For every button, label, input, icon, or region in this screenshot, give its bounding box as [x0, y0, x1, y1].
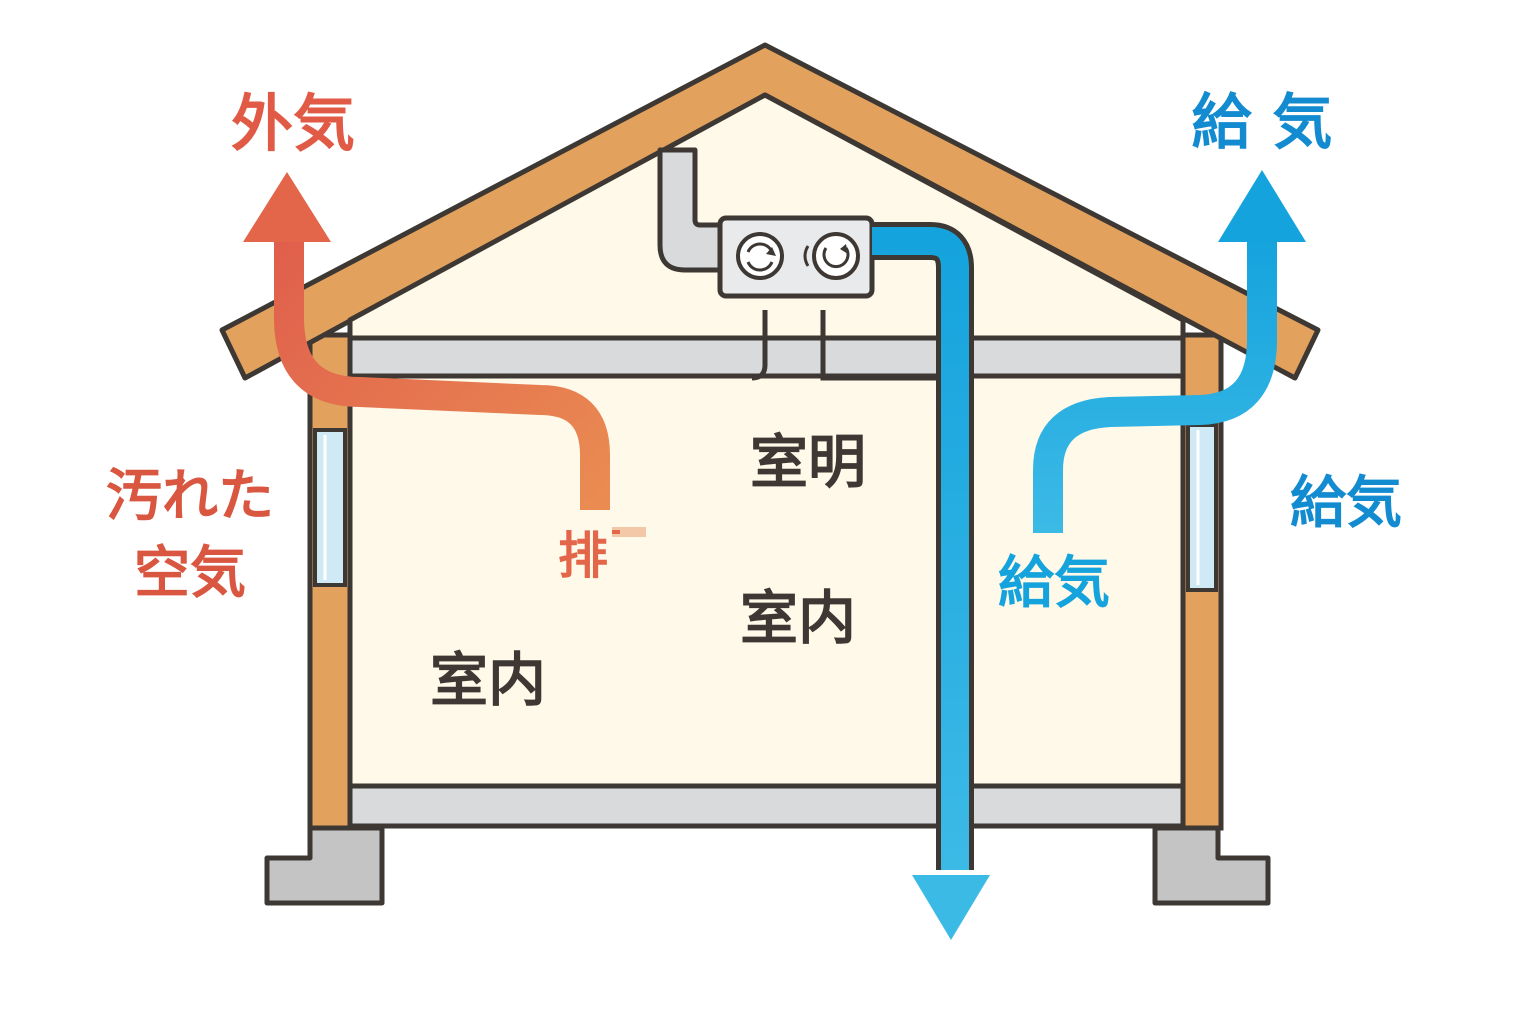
supply-arrow-down: [912, 875, 990, 940]
floor-board: [347, 783, 1186, 829]
foundation-left: [264, 825, 385, 906]
supply-arrow-up: [1218, 170, 1306, 242]
ventilation-unit: [717, 215, 875, 299]
supply-air-right-label: 給気: [1290, 471, 1402, 536]
exhaust-flow: [243, 172, 610, 510]
dirty-air-label-line1: 汚れた: [106, 464, 274, 529]
foundation-right: [1152, 825, 1271, 906]
supply-air-top-label: 給 気: [1192, 88, 1333, 158]
room-lower-label: 室内: [430, 646, 546, 714]
ceiling-duct-right: [820, 310, 940, 381]
window-right: [1186, 423, 1218, 592]
window-left: [313, 428, 347, 587]
dirty-air-label-line2: 空気: [134, 541, 246, 606]
supply-duct: [872, 222, 990, 940]
supply-air-room-label: 給気: [998, 551, 1110, 616]
heat-exchange-fan-icon: [736, 232, 860, 280]
ceiling-duct-left: [751, 310, 768, 381]
exhaust-arrow-up: [243, 172, 331, 242]
supply-flow: [1033, 170, 1306, 533]
room-middle-label: 室内: [740, 584, 856, 652]
outside-air-label: 外気: [231, 87, 355, 160]
exhaust-marker: [612, 527, 646, 537]
wall-left: [307, 332, 353, 831]
exhaust-label: 排: [558, 527, 608, 585]
room-upper-label: 室明: [750, 428, 866, 496]
